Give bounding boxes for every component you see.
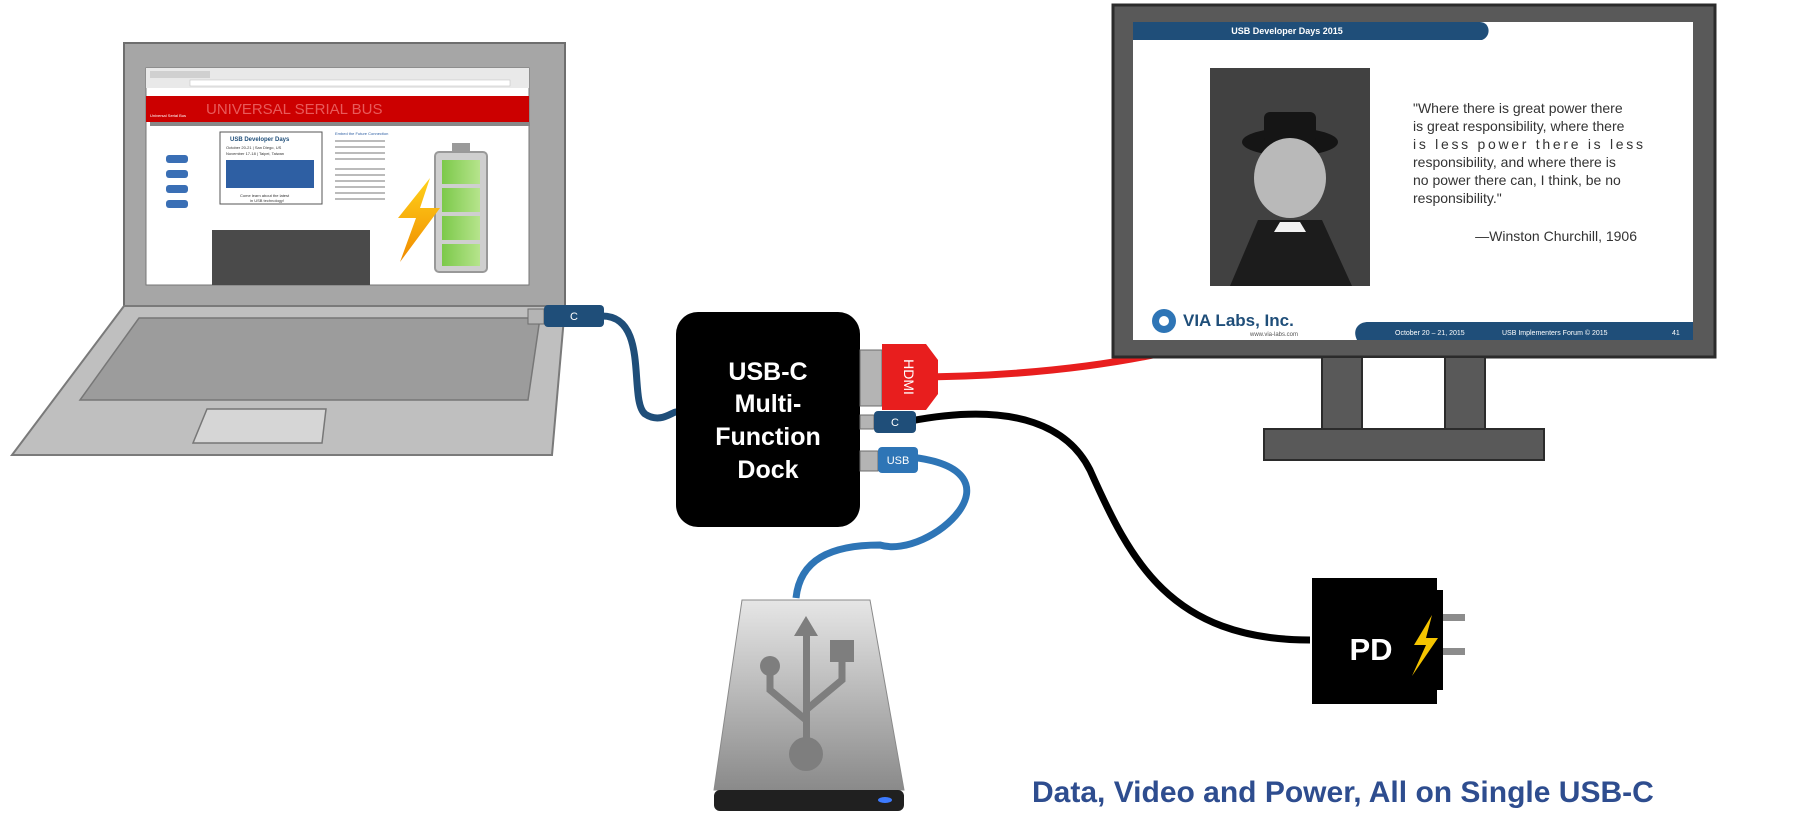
charger-bolt-icon (1412, 615, 1438, 676)
browser-card-image (226, 160, 314, 188)
browser-card-line1: October 20-21 | San Diego, US (226, 145, 282, 150)
laptop: UNIVERSAL SERIAL BUS Universal Serial Bu… (9, 42, 567, 456)
browser-banner-title: UNIVERSAL SERIAL BUS (206, 101, 382, 118)
browser-address-bar (189, 79, 511, 87)
quote-line-5: no power there can, I think, be no (1413, 172, 1621, 188)
dock-body (676, 312, 860, 527)
browser-card-line2: November 17-18 | Taipei, Taiwan (226, 151, 284, 156)
quote-line-1: "Where there is great power there (1413, 100, 1623, 116)
dock-usb-label: USB (887, 455, 910, 467)
charger-edge (1435, 590, 1443, 690)
dock-usb-c-plug: C (859, 411, 916, 433)
monitor: USB Developer Days 2015 "Where there is … (1111, 3, 1717, 461)
slide-footer-bar (1355, 322, 1693, 340)
hdmi-plug: HDMI (859, 344, 938, 410)
usb-a-cable (792, 453, 971, 599)
power-cable (909, 410, 1311, 644)
browser-tab (150, 71, 210, 78)
charger-prong-top (1443, 614, 1465, 621)
diagram-caption: Data, Video and Power, All on Single USB… (1032, 776, 1654, 809)
charger-body (1312, 578, 1437, 704)
quote-line-6: responsibility." (1413, 190, 1502, 206)
browser-card-link-line2: in USB technology! (250, 198, 284, 203)
slide-header-text: USB Developer Days 2015 (1231, 26, 1343, 36)
slide-header-bar (1133, 22, 1489, 40)
dock-label-line4: Dock (737, 456, 798, 484)
browser-card-link-line1: Come learn about the latest (240, 193, 290, 198)
hdmi-label: HDMI (901, 359, 917, 395)
charger-label: PD (1349, 632, 1392, 667)
laptop-usb-c-plug: C (527, 305, 604, 327)
browser-banner-subtitle: Universal Serial Bus (150, 113, 186, 118)
slide-footer-date: October 20 – 21, 2015 (1395, 330, 1465, 337)
laptop-keyboard (78, 317, 541, 401)
usb-drive-base (714, 790, 904, 811)
usb-drive (713, 599, 905, 811)
browser-nav-strip (150, 122, 530, 126)
dock-c-label: C (891, 417, 899, 429)
quote-line-2: is great responsibility, where there (1413, 118, 1625, 134)
slide-footer-page: 41 (1672, 330, 1680, 337)
churchill-photo (1210, 68, 1370, 286)
monitor-neck-cutout (1361, 356, 1446, 430)
dock-label-line1: USB-C (728, 358, 807, 386)
dock-usb-a-plug: USB (859, 447, 918, 473)
logo-url: www.via-labs.com (1249, 332, 1298, 338)
browser-text-lines (335, 140, 385, 200)
usb-drive-led (878, 797, 892, 803)
dock-label-line3: Function (715, 423, 821, 451)
usb-c-cable-laptop (598, 312, 680, 422)
quote-attribution: —Winston Churchill, 1906 (1475, 228, 1637, 244)
usb-trident-icon (760, 616, 854, 771)
dock: USB-C Multi- Function Dock HDMI C USB (676, 312, 938, 527)
quote-line-4: responsibility, and where there is (1413, 154, 1616, 170)
charger-prong-bottom (1443, 648, 1465, 655)
via-labs-logo: VIA Labs, Inc. www.via-labs.com (1152, 309, 1298, 338)
browser-footer (212, 230, 370, 285)
browser-banner (146, 96, 529, 122)
browser-side-heading: Embed the Future Connection (335, 131, 388, 136)
browser-side-icons (166, 155, 188, 208)
browser-card-title: USB Developer Days (230, 137, 290, 143)
pd-charger: PD (1312, 578, 1465, 704)
laptop-plug-label: C (570, 311, 578, 323)
lightning-icon (398, 178, 440, 262)
logo-text: VIA Labs, Inc. (1183, 311, 1294, 330)
monitor-foot (1263, 428, 1545, 461)
dock-label-line2: Multi- (735, 390, 802, 418)
battery-icon (434, 143, 488, 273)
laptop-trackpad (191, 408, 327, 444)
slide-footer-forum: USB Implementers Forum © 2015 (1502, 329, 1608, 337)
